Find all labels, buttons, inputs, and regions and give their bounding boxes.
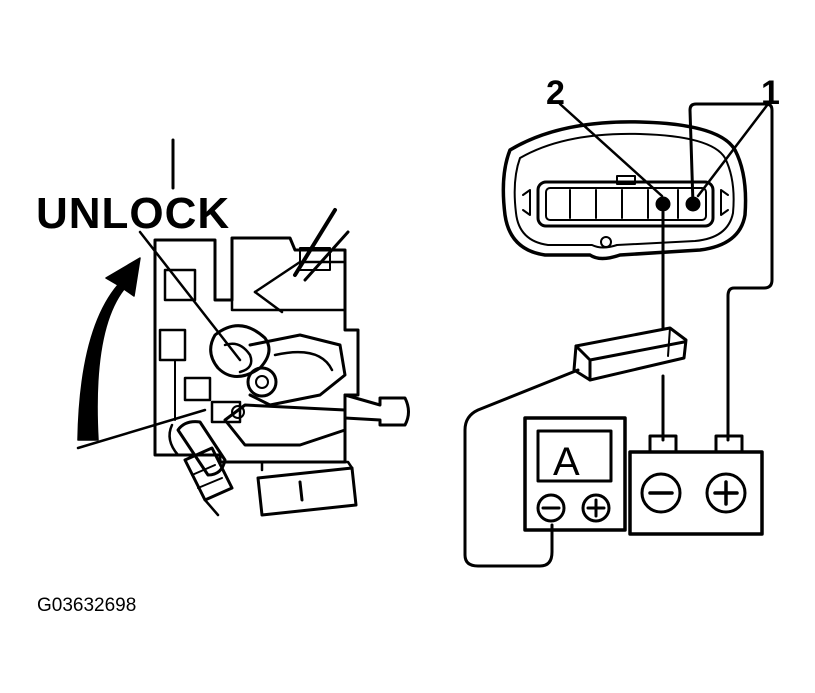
inline-fuse-holder	[572, 326, 688, 382]
plus-terminal-icon	[581, 493, 611, 523]
terminal-2-pin	[655, 196, 671, 212]
test-wiring	[463, 102, 774, 568]
plus-terminal-icon	[705, 472, 747, 514]
minus-terminal-icon	[536, 493, 566, 523]
unlock-direction-arrow	[77, 257, 141, 441]
battery	[628, 434, 764, 536]
door-lock-actuator	[76, 138, 410, 517]
figure-id: G03632698	[37, 595, 137, 616]
ammeter	[523, 416, 627, 532]
terminal-2-callout: 2	[546, 74, 565, 112]
actuator-connector	[501, 102, 770, 261]
ammeter-symbol: A	[553, 440, 580, 484]
unlock-label: UNLOCK	[36, 189, 231, 238]
minus-terminal-icon	[640, 472, 682, 514]
terminal-1-callout: 1	[761, 74, 780, 112]
